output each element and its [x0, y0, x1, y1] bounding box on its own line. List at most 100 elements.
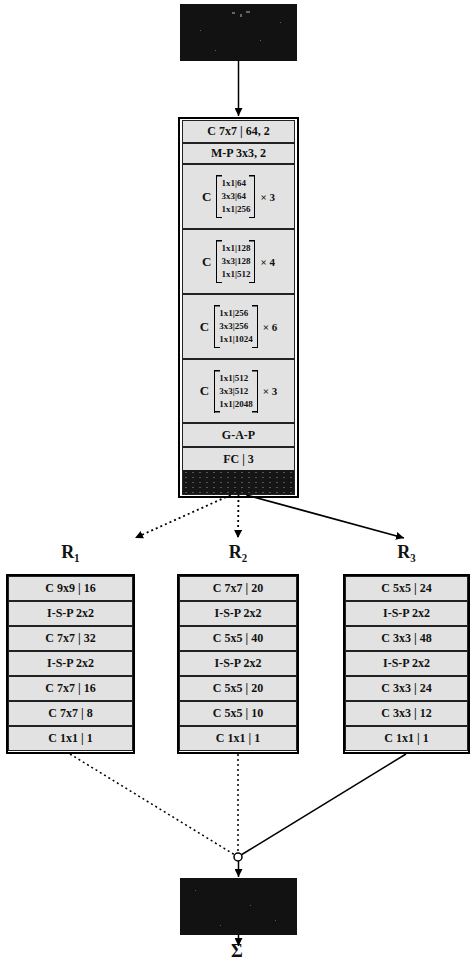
- merge-line: [237, 754, 239, 853]
- layer-label: C 1x1 | 1: [48, 731, 92, 746]
- layer-spec: 3x3|256: [219, 320, 252, 333]
- conv-block: C 1x1|1283x3|1281x1|512 × 4: [182, 229, 295, 294]
- layer-label: C 5x5 | 24: [381, 581, 431, 596]
- layer-label: C 5x5 | 40: [213, 631, 263, 646]
- layer-box: C 1x1 | 1: [8, 726, 133, 751]
- layer-spec: 1x1|256: [221, 203, 250, 216]
- conv-block: C 1x1|2563x3|2561x1|1024 × 6: [182, 294, 295, 359]
- sum-symbol: Σ: [0, 941, 474, 962]
- layer-label: I-S-P 2x2: [383, 656, 430, 671]
- layer-box: C 3x3 | 24: [345, 676, 468, 701]
- layer-label: C 1x1 | 1: [216, 731, 260, 746]
- layer-box: C 9x9 | 16: [8, 576, 133, 601]
- layer-box: I-S-P 2x2: [8, 651, 133, 676]
- layer-spec: 3x3|512: [219, 385, 252, 398]
- layer-label: C 5x5 | 10: [213, 706, 263, 721]
- bracket: 1x1|1283x3|1281x1|512: [216, 240, 255, 283]
- layer-spec: 1x1|64: [221, 177, 250, 190]
- branch-arrow: [246, 495, 404, 538]
- branch-column: R₁ C 9x9 | 16 I-S-P 2x2 C 7x7 | 32 I-S-P 2x2…: [6, 538, 135, 754]
- layer-box: C 3x3 | 48: [345, 626, 468, 651]
- layer-label: C 3x3 | 12: [381, 706, 431, 721]
- layer-box: I-S-P 2x2: [345, 601, 468, 626]
- input-image: [180, 4, 297, 61]
- layer-box: C 7x7 | 32: [8, 626, 133, 651]
- repeat-count: × 3: [263, 385, 278, 397]
- bracket: 1x1|2563x3|2561x1|1024: [214, 305, 257, 348]
- layer-label: C 7x7 | 64, 2: [207, 124, 269, 139]
- layer-box: C 7x7 | 20: [179, 576, 297, 601]
- layer-label: C 7x7 | 16: [45, 681, 95, 696]
- layer-type: C: [200, 319, 209, 335]
- branch-column: R₂ C 7x7 | 20 I-S-P 2x2 C 5x5 | 40 I-S-P 2x2…: [177, 538, 299, 754]
- layer-label: I-S-P 2x2: [47, 656, 94, 671]
- layer-box: C 7x7 | 64, 2: [182, 120, 295, 143]
- layer-box: I-S-P 2x2: [8, 601, 133, 626]
- layer-box: C 7x7 | 8: [8, 701, 133, 726]
- layer-box: FC | 3: [182, 447, 295, 495]
- bracket: 1x1|643x3|641x1|256: [216, 175, 255, 218]
- layer-box: C 7x7 | 16: [8, 676, 133, 701]
- input-arrow: [238, 61, 240, 116]
- branch-heading: R₁: [6, 542, 135, 563]
- layer-box: C 1x1 | 1: [345, 726, 468, 751]
- branch-heading: R₂: [177, 542, 299, 563]
- conv-block: C 1x1|5123x3|5121x1|2048 × 3: [182, 359, 295, 423]
- layer-spec: 1x1|512: [221, 268, 250, 281]
- repeat-count: × 6: [263, 321, 278, 333]
- branch-heading: R₃: [343, 542, 470, 563]
- layer-label: I-S-P 2x2: [214, 656, 261, 671]
- bracket: 1x1|5123x3|5121x1|2048: [214, 370, 257, 413]
- layer-box: C 5x5 | 40: [179, 626, 297, 651]
- repeat-count: × 4: [260, 256, 275, 268]
- layer-label: C 1x1 | 1: [384, 731, 428, 746]
- layer-box: C 1x1 | 1: [179, 726, 297, 751]
- layer-spec: 1x1|1024: [219, 333, 252, 346]
- layer-box: C 3x3 | 12: [345, 701, 468, 726]
- output-map: [180, 878, 297, 935]
- layer-label: C 7x7 | 32: [45, 631, 95, 646]
- layer-spec: 1x1|128: [221, 242, 250, 255]
- layer-label: C 3x3 | 48: [381, 631, 431, 646]
- layer-label: C 7x7 | 20: [213, 581, 263, 596]
- layer-label: I-S-P 2x2: [214, 606, 261, 621]
- layer-spec: 3x3|64: [221, 190, 250, 203]
- branch-arrow: [237, 495, 239, 538]
- layer-box: I-S-P 2x2: [179, 601, 297, 626]
- layer-spec: 1x1|512: [219, 372, 252, 385]
- branch-arrow: [135, 495, 231, 538]
- layer-box: C 5x5 | 20: [179, 676, 297, 701]
- layer-label: C 3x3 | 24: [381, 681, 431, 696]
- conv-block: C1x1|643x3|641x1|256× 3: [182, 164, 295, 229]
- layer-spec: 1x1|2048: [219, 398, 252, 411]
- merge-line: [70, 754, 235, 855]
- layer-spec: 3x3|128: [221, 255, 250, 268]
- layer-box: I-S-P 2x2: [345, 651, 468, 676]
- layer-label: I-S-P 2x2: [47, 606, 94, 621]
- layer-box: I-S-P 2x2: [179, 651, 297, 676]
- layer-label: C 5x5 | 20: [213, 681, 263, 696]
- merge-arrow: [238, 861, 240, 877]
- layer-label: G-A-P: [222, 428, 255, 443]
- layer-type: C: [200, 383, 209, 399]
- layer-box: M-P 3x3, 2: [182, 143, 295, 164]
- fc-label-area: FC | 3: [183, 448, 294, 470]
- layer-label: FC | 3: [223, 452, 254, 467]
- layer-label: M-P 3x3, 2: [211, 146, 266, 161]
- layer-box: C 5x5 | 24: [345, 576, 468, 601]
- layer-label: C 7x7 | 8: [48, 706, 92, 721]
- merge-line: [241, 754, 406, 855]
- branch-column: R₃ C 5x5 | 24 I-S-P 2x2 C 3x3 | 48 I-S-P 2x2…: [343, 538, 470, 754]
- softmax-bar: [183, 470, 294, 494]
- layer-box: G-A-P: [182, 423, 295, 447]
- map-speckle: [195, 890, 276, 926]
- layer-label: C 9x9 | 16: [45, 581, 95, 596]
- stack-frame: [179, 118, 298, 497]
- layer-label: I-S-P 2x2: [383, 606, 430, 621]
- layer-spec: 1x1|256: [219, 307, 252, 320]
- repeat-count: × 3: [260, 191, 275, 203]
- junction-circle: [234, 853, 242, 861]
- image-speckle: [200, 11, 281, 51]
- layer-type: C: [202, 254, 211, 270]
